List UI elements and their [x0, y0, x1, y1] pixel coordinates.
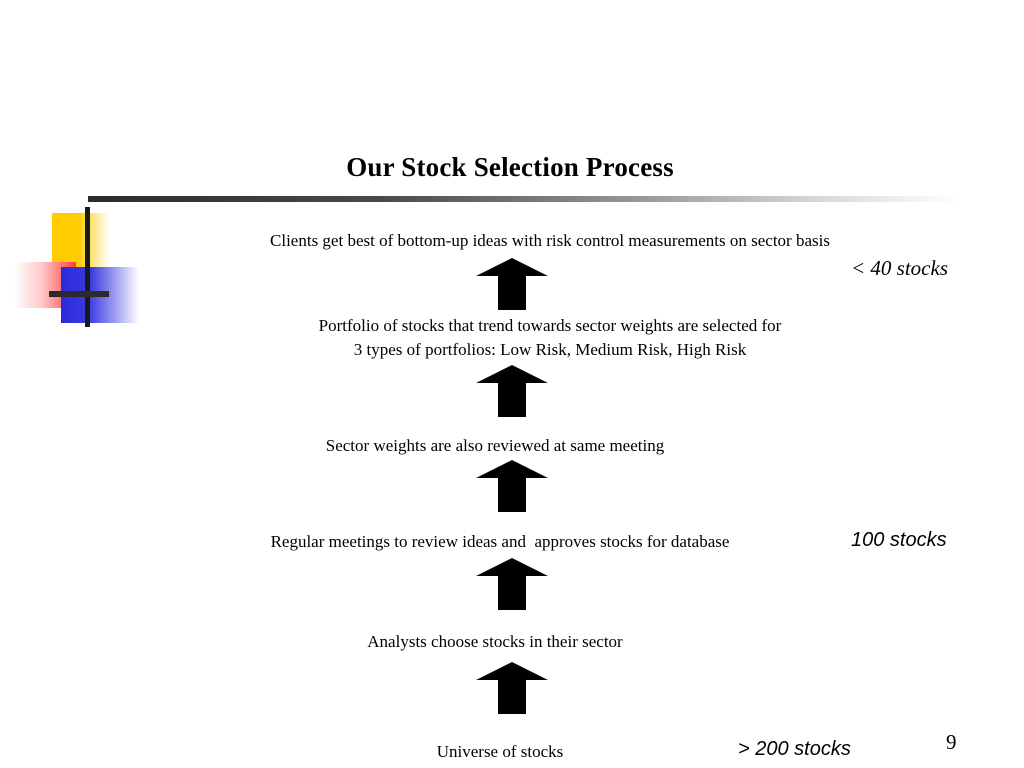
logo-vertical-line — [85, 207, 90, 327]
title-divider — [88, 196, 960, 202]
annotation-top-count: < 40 stocks — [851, 256, 948, 280]
logo-mark — [0, 95, 300, 327]
flow-stage-3: Sector weights are also reviewed at same… — [325, 436, 665, 455]
flow-stage-6: Universe of stocks — [436, 742, 564, 761]
flow-stage-5: Analysts choose stocks in their sector — [367, 632, 623, 651]
page-title: Our Stock Selection Process — [346, 152, 674, 182]
up-arrow-icon — [476, 460, 548, 512]
up-arrow-icon — [476, 662, 548, 714]
up-arrow-icon — [476, 558, 548, 610]
logo-horizontal-line — [49, 291, 109, 297]
flow-stage-2: Portfolio of stocks that trend towards s… — [318, 316, 782, 359]
flow-stage-4: Regular meetings to review ideas and app… — [270, 532, 730, 551]
annotation-bottom-count: > 200 stocks — [738, 738, 851, 760]
page-number: 9 — [946, 730, 957, 754]
up-arrow-icon — [476, 365, 548, 417]
flow-stage-1: Clients get best of bottom-up ideas with… — [270, 231, 830, 250]
up-arrow-icon — [476, 258, 548, 310]
annotation-middle-count: 100 stocks — [851, 529, 947, 551]
